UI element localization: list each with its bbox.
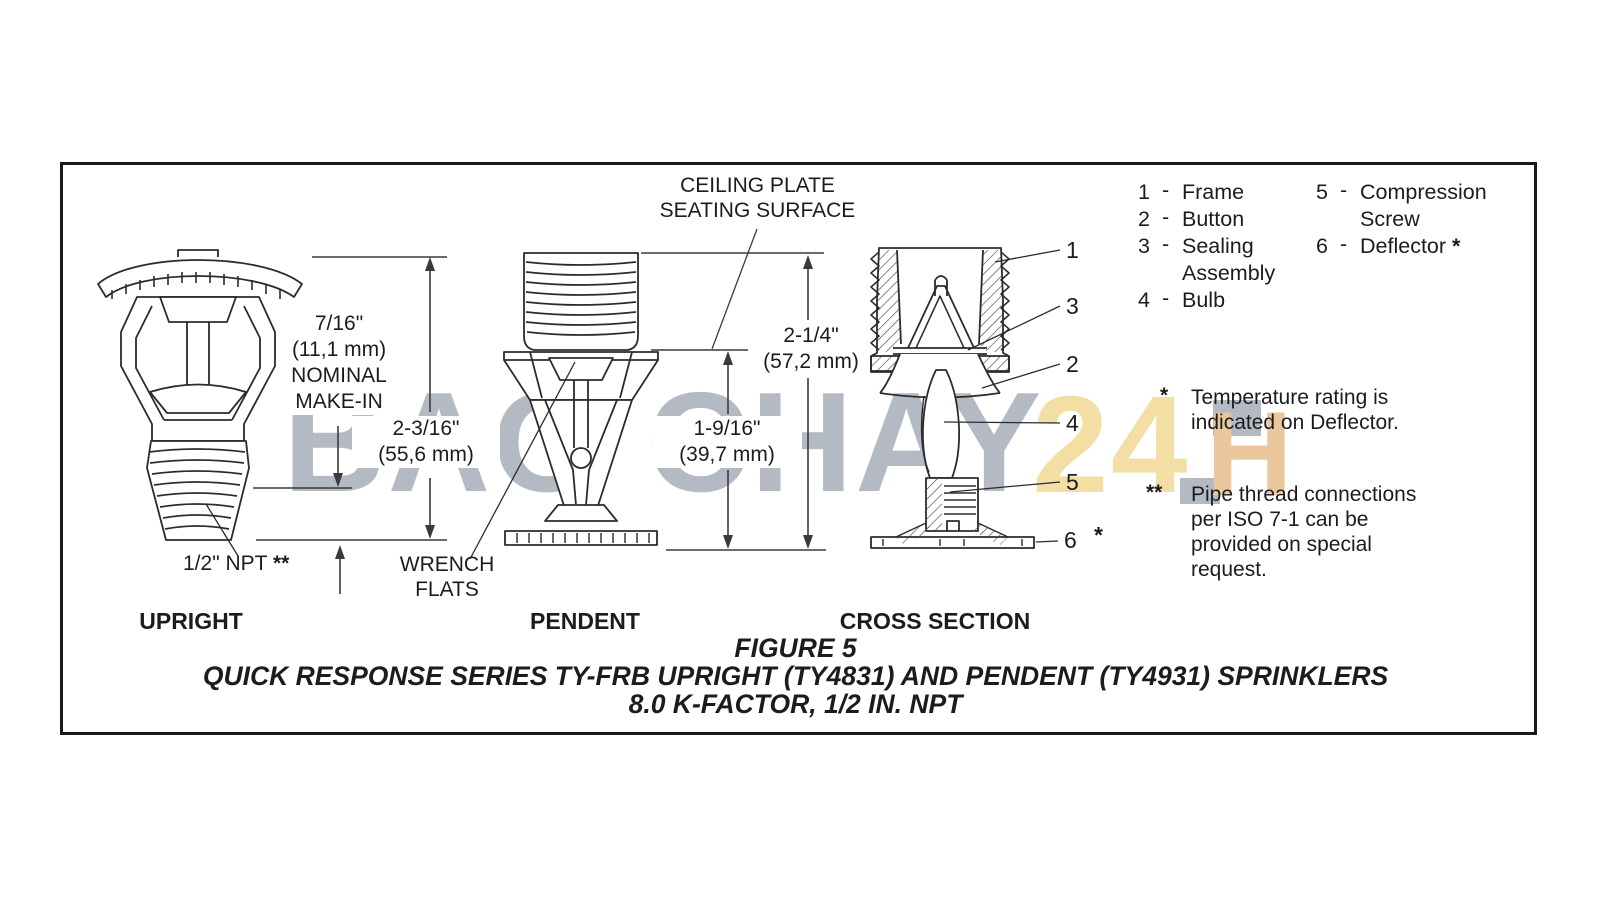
wrench-line1: WRENCH (399, 553, 495, 576)
pendent-overall-metric: (57,2 mm) (763, 350, 859, 373)
view-label-pendent: PENDENT (530, 608, 640, 634)
upright-overall-dim: 2-3/16" (55,6 mm) (352, 416, 500, 468)
pendent-overall-dim: 2-1/4" (57,2 mm) (737, 323, 885, 375)
ceiling-plate-line1: CEILING PLATE (680, 174, 835, 197)
watermark-h: H (1206, 387, 1295, 521)
legend-item-compression-screw: 5-Compression Screw (1316, 178, 1487, 231)
callout-5: 5 (1066, 469, 1079, 495)
legend-item-bulb: 4-Bulb (1138, 286, 1226, 312)
legend-column-1: 1-Frame 2-Button 3-Sealing Assembly 4-Bu… (1138, 178, 1300, 314)
pendent-below-dim: 1-9/16" (39,7 mm) (652, 416, 802, 468)
figure-subtitle-line: 8.0 K-FACTOR, 1/2 IN. NPT (628, 689, 963, 719)
legend-column-2: 5-Compression Screw 6-Deflector * (1316, 178, 1510, 260)
callout-6: 6 (1064, 527, 1077, 553)
callout-1: 1 (1066, 237, 1079, 263)
legend-item-button: 2-Button (1138, 205, 1245, 231)
view-label-cross-section: CROSS SECTION (839, 608, 1031, 634)
callout-2: 2 (1066, 351, 1079, 377)
npt-label: 1/2" NPT ** (183, 551, 289, 577)
pendent-overall-value: 2-1/4" (783, 324, 839, 347)
note1-text: Temperature rating is indicated on Defle… (1191, 386, 1399, 434)
wrench-line2: FLATS (415, 578, 479, 601)
callout-6-star: * (1094, 522, 1103, 548)
ceiling-plate-line2: SEATING SURFACE (659, 199, 856, 222)
view-label-upright: UPRIGHT (139, 608, 243, 634)
makein-word2: MAKE-IN (295, 390, 383, 413)
note2-marker: ** (1146, 481, 1163, 504)
figure-title-block: FIGURE 5 QUICK RESPONSE SERIES TY-FRB UP… (60, 634, 1531, 718)
npt-stars: ** (272, 552, 290, 575)
pendent-below-metric: (39,7 mm) (679, 443, 775, 466)
callout-3: 3 (1066, 293, 1079, 319)
upright-overall-value: 2-3/16" (392, 417, 460, 440)
makein-metric: (11,1 mm) (291, 338, 387, 361)
figure-border (60, 162, 1537, 735)
npt-text: 1/2" NPT (183, 552, 268, 575)
ceiling-plate-label: CEILING PLATE SEATING SURFACE (640, 173, 875, 223)
pendent-below-value: 1-9/16" (693, 417, 761, 440)
makein-value: 7/16" (314, 312, 364, 335)
note1-marker: * (1160, 384, 1169, 407)
figure-title-line: QUICK RESPONSE SERIES TY-FRB UPRIGHT (TY… (202, 661, 1389, 691)
upright-makein-dim: 7/16" (11,1 mm) NOMINAL MAKE-IN (266, 311, 412, 415)
wrench-flats-label: WRENCH FLATS (377, 552, 517, 602)
upright-overall-metric: (55,6 mm) (378, 443, 474, 466)
figure-number: FIGURE 5 (734, 633, 857, 663)
note2-text: Pipe thread connections per ISO 7-1 can … (1191, 483, 1417, 581)
watermark-patch-2 (1180, 478, 1220, 504)
legend-item-frame: 1-Frame (1138, 178, 1245, 204)
legend-item-sealing-assembly: 3-Sealing Assembly (1138, 232, 1276, 285)
legend-item-deflector: 6-Deflector * (1316, 232, 1461, 258)
watermark-patch-1 (1213, 400, 1261, 436)
makein-word1: NOMINAL (291, 364, 387, 387)
callout-4: 4 (1066, 410, 1079, 436)
